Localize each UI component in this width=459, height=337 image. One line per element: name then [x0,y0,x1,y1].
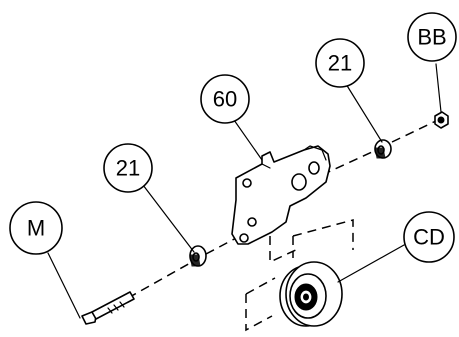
washer-right-part [374,139,392,159]
callout-21-right-label: 21 [328,51,352,76]
bracket-part [231,145,331,245]
callout-cd-label: CD [413,225,445,250]
callout-m-label: M [27,216,45,241]
callout-60-label: 60 [213,87,237,112]
nut-part [434,111,449,129]
callout-21-right: 21 [315,38,365,88]
washer-left-part [189,245,207,267]
pulley-part [279,261,343,327]
bolt-part [81,291,135,325]
leader-lines [47,63,442,319]
callout-60: 60 [200,74,250,124]
callout-21-left: 21 [103,143,153,193]
pulley-guide-lines [245,219,354,332]
callout-bb-label: BB [417,25,446,50]
callout-21-left-label: 21 [116,156,140,181]
callout-cd: CD [403,211,455,263]
callout-m: M [9,201,63,255]
callout-bb: BB [407,12,457,62]
